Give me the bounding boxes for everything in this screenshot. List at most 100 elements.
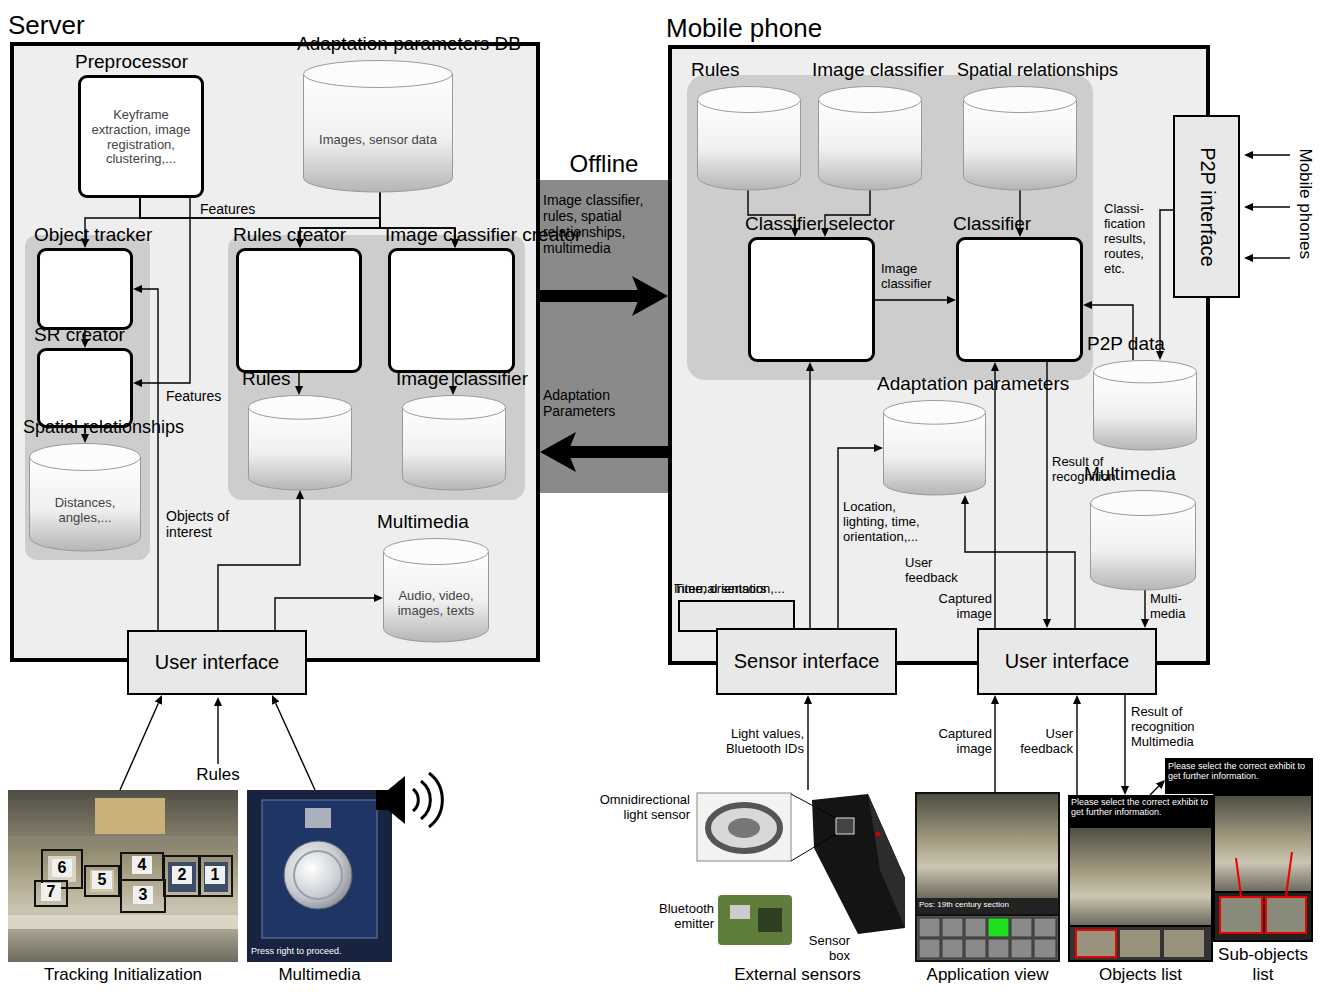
text-area: SR creator xyxy=(40,351,130,425)
tracking-photo xyxy=(121,853,163,880)
flow-arrow xyxy=(276,703,315,790)
cylinder-shape xyxy=(883,400,986,495)
screen-text: Pos: 19th century section xyxy=(919,900,1056,909)
tracking-photo xyxy=(8,790,238,962)
edge-label: Light values, Bluetooth IDs xyxy=(712,727,804,757)
edge-label: Location, lighting, time, orientation,..… xyxy=(843,500,938,545)
edge-label: Result of recognition Multimedia xyxy=(1131,705,1209,750)
database-cylinder: MultimediaAudio, video, images, texts xyxy=(383,538,489,642)
flow-arrow xyxy=(1124,695,1125,786)
panel-ground xyxy=(668,45,1210,665)
edge-label: Objects of interest xyxy=(166,508,238,540)
figure-caption: Objects list xyxy=(1048,965,1233,985)
tracking-photo xyxy=(35,850,232,912)
process-box: PreprocessorKeyframe extraction, image r… xyxy=(78,75,204,198)
figure-caption: Sub-objects list xyxy=(1213,945,1313,984)
cylinder-top xyxy=(698,87,801,113)
flow-arrow xyxy=(1144,590,1145,619)
figure-panel: Tracking Initialization xyxy=(8,790,238,962)
leader-line xyxy=(791,794,836,818)
application-view-screen xyxy=(915,792,1060,962)
tracking-photo xyxy=(48,856,76,882)
edge-label: Captured image xyxy=(932,592,992,622)
text-area: Image classifier creator xyxy=(391,251,512,370)
peer-phone-arrows xyxy=(1253,154,1290,155)
flow-arrow xyxy=(1076,704,1077,795)
tracking-photo xyxy=(8,915,238,929)
sensor-box xyxy=(812,794,905,934)
cylinder-body xyxy=(403,407,506,490)
cylinder-body xyxy=(249,407,352,490)
database-cylinder: Adaptation parameters DBImages, sensor d… xyxy=(303,60,453,192)
cylinder-body xyxy=(30,457,141,551)
flow-arrow xyxy=(218,499,300,630)
node-detail: Audio, video, images, texts xyxy=(386,589,486,619)
process-box: SR creator xyxy=(37,348,133,428)
flow-arrow xyxy=(298,373,299,386)
node-title: Rules xyxy=(242,368,291,390)
edge-label: Image classifier xyxy=(881,262,951,292)
edge-label: Multi- media xyxy=(1150,592,1194,622)
sensor-box xyxy=(876,832,881,837)
cylinder-body xyxy=(964,100,1077,190)
node-detail: Keyframe extraction, image registration,… xyxy=(85,108,197,168)
node-title: Image classifier xyxy=(396,368,528,390)
peer-phone-arrows xyxy=(1253,155,1290,258)
callout-number: 6 xyxy=(52,859,72,877)
sub-objects-list-screen xyxy=(1286,852,1292,896)
cylinder-body xyxy=(384,552,489,642)
text-area: Adaptation parameters xyxy=(883,400,986,495)
node-title: Rules xyxy=(691,59,740,81)
node-title: User interface xyxy=(155,651,280,674)
light-sensor-photo xyxy=(708,805,780,851)
database-cylinder: P2P data xyxy=(1093,360,1197,450)
database-cylinder: Rules xyxy=(697,86,801,190)
sub-objects-list-screen xyxy=(1215,796,1311,891)
tracking-photo xyxy=(95,798,165,834)
cylinder-top xyxy=(403,396,506,420)
panel-heading: Server xyxy=(8,11,85,41)
group-band xyxy=(228,235,525,500)
system-panel: ServerPreprocessorKeyframe extraction, i… xyxy=(10,42,540,662)
callout-number: 4 xyxy=(132,856,152,874)
objects-list-screen xyxy=(1164,930,1204,957)
cylinder-top xyxy=(884,401,986,425)
database-cylinder: Multimedia xyxy=(1090,490,1196,590)
interface-box: User interface xyxy=(977,628,1157,695)
node-title: Multimedia xyxy=(377,511,469,533)
cylinder-shape xyxy=(402,395,506,490)
figure-panel: Application view xyxy=(915,792,1060,962)
interface-box: User interface xyxy=(127,630,307,695)
light-sensor-photo xyxy=(728,818,760,838)
cylinder-body xyxy=(1094,372,1197,450)
node-title: Object tracker xyxy=(34,224,152,246)
tracking-photo xyxy=(90,870,114,892)
sub-objects-list-screen xyxy=(1213,794,1313,942)
speaker-icon xyxy=(376,790,388,810)
flow-arrow xyxy=(994,371,995,628)
sensor-note: Time, orientation,... xyxy=(674,582,808,597)
bluetooth-photo xyxy=(758,908,782,932)
application-view-screen xyxy=(988,918,1009,937)
figure-panel: Sub-objects list xyxy=(1165,758,1313,942)
tracking-photo xyxy=(121,880,165,912)
text-area: Rules xyxy=(697,86,801,190)
offline-band xyxy=(540,180,668,493)
sub-objects-list-screen xyxy=(1165,758,1313,942)
cylinder-shape xyxy=(1093,360,1197,450)
edge-label: Adaptation Parameters xyxy=(543,387,665,419)
sensor-box xyxy=(868,794,905,928)
objects-list-screen xyxy=(1120,930,1160,957)
transfer-arrow xyxy=(540,290,640,302)
text-area: MultimediaAudio, video, images, texts xyxy=(383,538,489,642)
cylinder-shape xyxy=(1090,490,1196,590)
figure-panel: Objects list xyxy=(1068,795,1213,962)
application-view-screen xyxy=(917,916,1058,960)
transfer-arrow xyxy=(568,446,668,458)
tracking-photo xyxy=(35,881,67,906)
node-title: Rules creator xyxy=(233,224,346,246)
cylinder-shape xyxy=(248,395,352,490)
database-cylinder: Image classifier xyxy=(818,86,922,190)
database-cylinder: Rules xyxy=(248,395,352,490)
